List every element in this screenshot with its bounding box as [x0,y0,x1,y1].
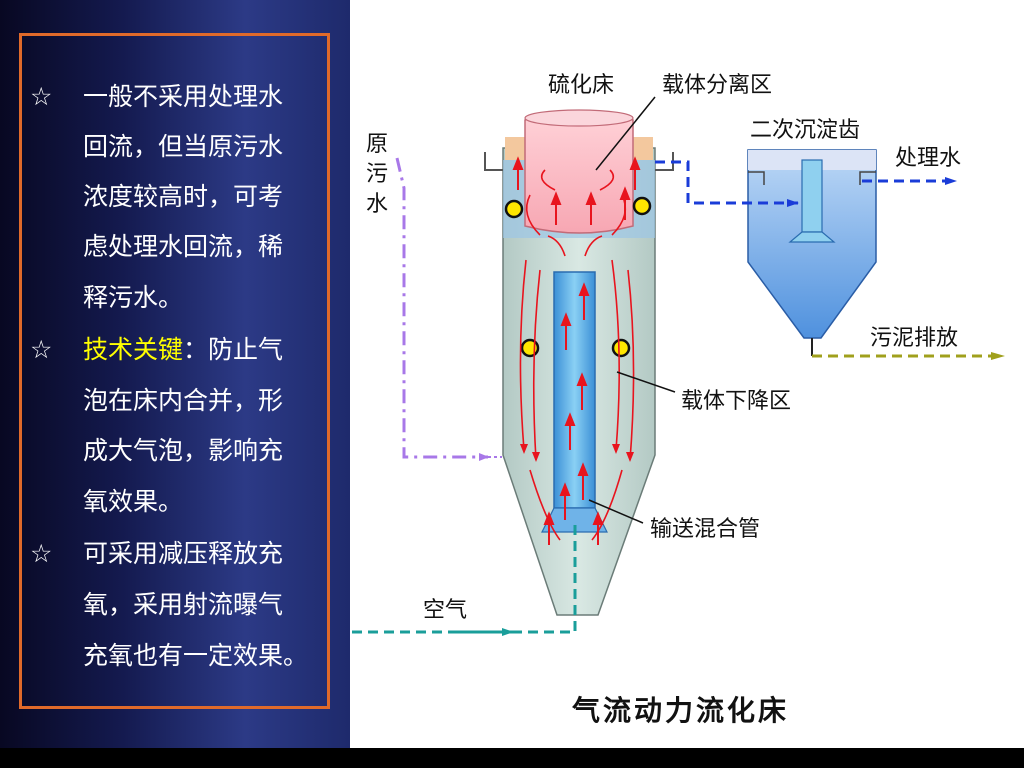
flow-arrow [577,462,589,476]
flow-arrow [564,412,576,426]
downflow-arrows [519,169,635,541]
upflow-arrows [512,156,641,545]
flow-arrow [627,269,635,461]
bullet-2-line-1: 技术关键：防止气 [83,335,283,365]
descending-zone-leader [616,371,676,393]
flow-arrow [547,235,566,257]
label-transport-pipe: 输送混合管 [650,517,760,542]
clarifier-inner-pipe [801,159,823,233]
bullet-star-1: ☆ [30,82,53,111]
flow-arrow [576,372,588,386]
label-sludge-discharge: 污泥排放 [870,326,958,351]
flow-arrow [626,452,634,462]
label-air: 空气 [423,598,467,623]
flow-arrow [532,269,541,461]
yellow-sensor [632,196,652,216]
transport-mixing-pipe [553,271,596,509]
right-overflow-trough [655,152,674,171]
key-technique-tail: ：防止气 [183,335,284,364]
yellow-sensor [520,338,540,358]
bullet-star-3: ☆ [30,539,53,568]
clarifier-right-weir [859,171,876,185]
yellow-sensor [611,338,631,358]
bullet-3-line-3: 充氧也有一定效果。 [83,641,309,670]
bullet-3-line-1: 可采用减压释放充 [83,539,284,568]
flow-arrow [629,156,641,170]
bullet-1-line-2: 回流，但当原污水 [83,132,284,161]
key-technique-highlight: 技术关键 [83,335,184,364]
label-raw-wastewater-1: 原 [366,132,388,157]
bullet-2-line-4: 氧效果。 [83,487,184,516]
bullet-1-line-5: 释污水。 [83,283,184,312]
bullet-3-line-2: 氧，采用射流曝气 [83,590,284,619]
flow-arrow [550,191,562,205]
bullet-2-line-2: 泡在床内合并，形 [83,386,284,415]
right-rim-edge [633,137,653,160]
bottom-band [0,748,1024,768]
flow-arrow [611,259,620,451]
label-fluidized-bed: 硫化床 [548,73,614,98]
diagram-caption: 气流动力流化床 [571,694,789,727]
clarifier-left-weir [748,171,765,185]
label-separation-zone: 载体分离区 [662,73,772,98]
yellow-sensor [504,199,524,219]
flow-arrow [543,511,555,525]
separation-zone-leader [595,96,656,171]
flow-arrow [578,282,590,296]
diagram-area: 硫化床 载体分离区 二次沉淀齿 处理水 原 污 水 污泥排放 载体下降区 输送混… [350,0,1024,748]
label-carrier-descending: 载体下降区 [681,389,791,414]
flow-arrow [599,169,615,191]
flow-arrow [591,469,623,541]
bullet-star-2: ☆ [30,335,53,364]
flow-arrow [512,156,524,170]
left-rim-edge [505,137,525,160]
flow-arrow [532,452,540,462]
raw-wastewater-line [395,157,489,461]
flow-arrow [559,482,571,496]
label-raw-wastewater-3: 水 [366,192,388,217]
label-secondary-clarifier: 二次沉淀齿 [750,118,860,143]
bullet-1-line-3: 浓度较高时，可考 [83,182,284,211]
flow-arrow [519,259,527,451]
flow-arrow [592,511,604,525]
downflow-arrowheads [520,444,634,462]
flow-arrow [560,312,572,326]
flow-arrow [540,169,556,191]
air-line [352,520,577,634]
left-overflow-trough [484,152,503,171]
flow-arrow [520,444,528,454]
bullet-1-line-4: 虑处理水回流，稀 [83,232,284,261]
flow-arrow [584,235,603,257]
flow-arrow [525,194,541,236]
flow-arrow [611,194,627,236]
bullet-2-line-3: 成大气泡，影响充 [83,436,284,465]
effluent-to-clarifier-line [655,160,799,207]
flow-arrow [612,444,620,454]
flow-arrow [585,191,597,205]
transport-pipe-leader [588,499,644,524]
separation-zone-top-rim [524,109,634,127]
bullet-1-line-1: 一般不采用处理水 [83,82,284,111]
flow-arrow [529,469,561,541]
fluidized-bed-diagram: 硫化床 载体分离区 二次沉淀齿 处理水 原 污 水 污泥排放 载体下降区 输送混… [352,73,1005,727]
label-raw-wastewater-2: 污 [366,162,388,187]
separation-zone [524,111,634,234]
left-text-panel: ☆ 一般不采用处理水 回流，但当原污水 浓度较高时，可考 虑处理水回流，稀 释污… [0,0,350,748]
text-box-border [19,33,330,709]
label-treated-water: 处理水 [895,146,961,171]
clarifier-pipe-flare [788,231,836,243]
